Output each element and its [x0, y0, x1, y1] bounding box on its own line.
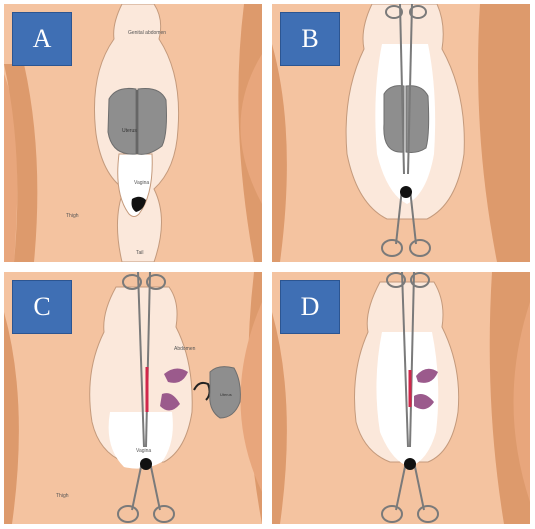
label-genital-abdomen: Genital abdomen: [128, 30, 166, 36]
panel-label-c: C: [12, 280, 72, 334]
uterus-left: [108, 88, 136, 154]
label-tail: Tail: [136, 250, 144, 256]
uterus-left: [384, 86, 404, 152]
label-thigh: Thigh: [56, 493, 69, 499]
panel-a: Genital abdomen Uterus Vagina Thigh Tail…: [4, 4, 262, 262]
panel-label-a: A: [12, 12, 72, 66]
vaginal-opening: [404, 458, 416, 470]
label-vagina: Vagina: [136, 448, 151, 454]
label-vagina: Vagina: [134, 180, 149, 186]
label-uterus: Uterus: [122, 128, 137, 134]
panel-b: B: [272, 4, 530, 262]
panel-label-b: B: [280, 12, 340, 66]
vaginal-opening: [400, 186, 412, 198]
label-uterus: Uterus: [220, 392, 232, 397]
label-abdomen: Abdomen: [174, 346, 196, 352]
panel-d: D: [272, 272, 530, 524]
panel-c: Abdomen Uterus Vagina Thigh C: [4, 272, 262, 524]
uterus-right: [138, 88, 167, 154]
vaginal-opening: [140, 458, 152, 470]
label-thigh: Thigh: [66, 213, 79, 219]
panel-label-d: D: [280, 280, 340, 334]
